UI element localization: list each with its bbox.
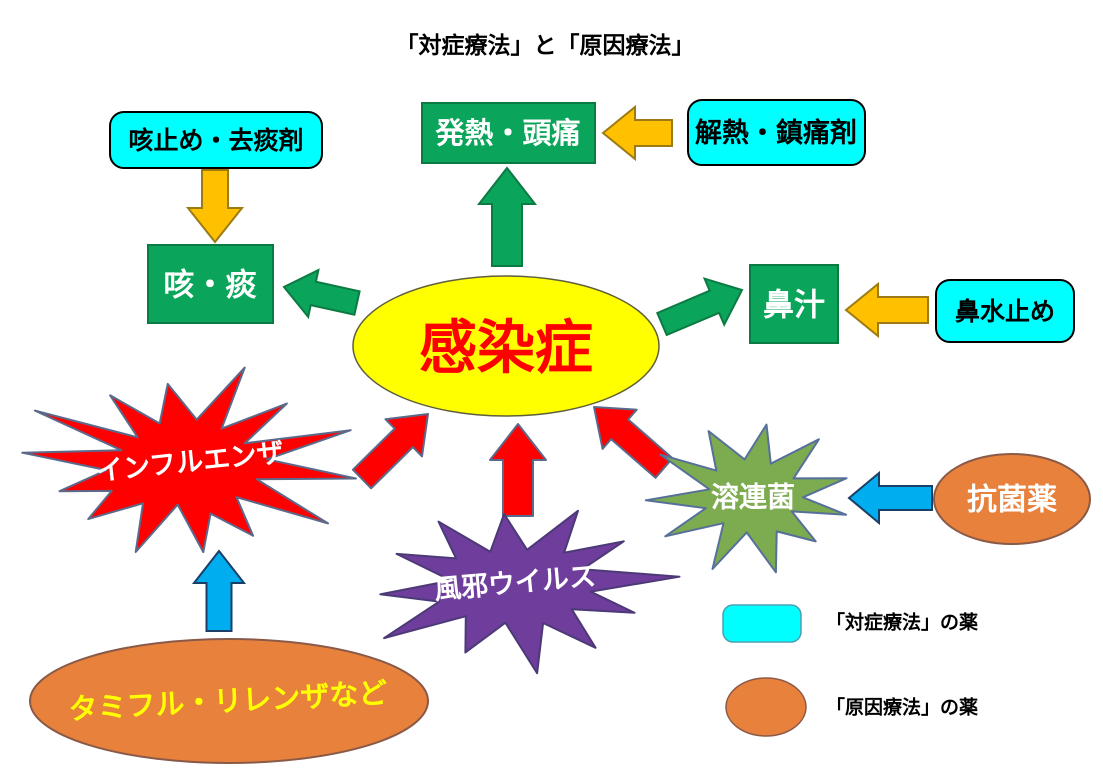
nasal-medicine-label: 鼻水止め xyxy=(955,298,1055,326)
arrow-influenza-to-infection xyxy=(351,413,429,490)
node-antipyretic: 解熱・鎮痛剤 xyxy=(687,99,866,166)
arrow-nasal-medicine-to-nasal xyxy=(844,281,929,339)
legend-causal-label: 「原因療法」の薬 xyxy=(826,696,978,719)
legend-symptomatic-label: 「対症療法」の薬 xyxy=(826,611,978,634)
node-nasal-discharge: 鼻汁 xyxy=(749,264,839,344)
node-tamiflu: タミフル・リレンザなど xyxy=(29,638,429,764)
arrow-infection-to-cough xyxy=(282,268,361,320)
antibiotic-label: 抗菌薬 xyxy=(967,483,1057,517)
fever-headache-box xyxy=(421,102,596,164)
cold-virus-starburst xyxy=(379,509,681,675)
cough-medicine-box xyxy=(109,111,323,169)
tamiflu-ellipse xyxy=(29,638,429,764)
node-nasal-medicine: 鼻水止め xyxy=(935,279,1075,343)
arrow-strep-to-infection xyxy=(593,406,674,479)
arrow-cough-medicine-to-cough xyxy=(185,169,245,244)
node-cold-virus: 風邪ウイルス xyxy=(379,509,681,675)
arrow-tamiflu-to-influenza xyxy=(191,549,247,632)
legend-causal-swatch xyxy=(725,677,807,737)
nasal-discharge-box xyxy=(749,264,839,344)
infection-label: 感染症 xyxy=(419,316,593,381)
antibiotic-ellipse xyxy=(933,453,1091,545)
arrow-antipyretic-to-fever xyxy=(601,104,673,162)
node-influenza: インフルエンザ xyxy=(21,366,357,554)
infection-ellipse xyxy=(352,275,660,417)
node-antibiotic: 抗菌薬 xyxy=(933,453,1091,545)
arrow-cold-virus-to-infection xyxy=(489,423,547,517)
cough-medicine-label: 咳止め・去痰剤 xyxy=(128,126,303,155)
arrow-infection-to-nasal xyxy=(655,277,744,337)
node-strep: 溶連菌 xyxy=(644,423,848,574)
legend: 「対症療法」の薬 「原因療法」の薬 xyxy=(722,604,978,737)
antipyretic-box xyxy=(687,99,866,166)
strep-label: 溶連菌 xyxy=(711,481,795,513)
arrow-infection-to-fever xyxy=(476,166,538,267)
antipyretic-label: 解熱・鎮痛剤 xyxy=(695,117,857,148)
cough-label: 咳・痰 xyxy=(164,268,257,303)
fever-headache-label: 発熱・頭痛 xyxy=(434,117,580,150)
nasal-discharge-label: 鼻汁 xyxy=(763,288,825,323)
influenza-starburst xyxy=(21,366,357,554)
page-title: 「対症療法」と「原因療法」 xyxy=(396,32,695,58)
nasal-medicine-box xyxy=(935,279,1075,343)
arrow-antibiotic-to-strep xyxy=(847,470,933,526)
legend-symptomatic-swatch xyxy=(722,604,802,643)
node-cough-medicine: 咳止め・去痰剤 xyxy=(109,111,323,169)
node-fever-headache: 発熱・頭痛 xyxy=(421,102,596,164)
node-cough: 咳・痰 xyxy=(147,244,274,324)
node-infection: 感染症 xyxy=(352,275,660,417)
cough-box xyxy=(147,244,274,324)
strep-starburst xyxy=(644,423,848,574)
